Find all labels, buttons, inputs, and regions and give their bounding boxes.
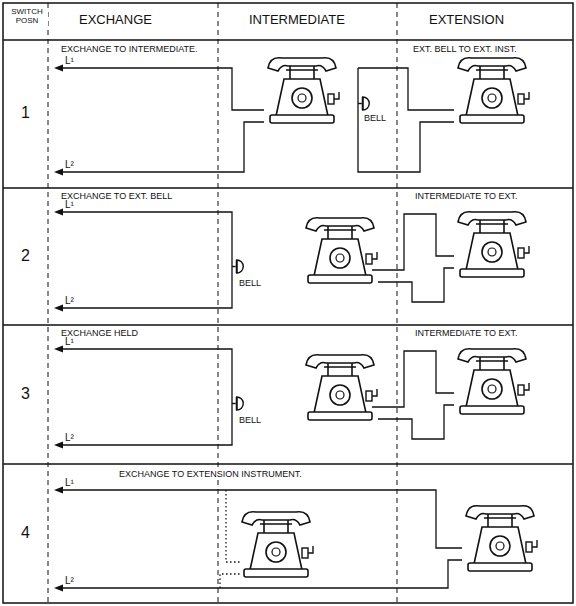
row-number: 2 (20, 247, 31, 265)
line-arrowhead (54, 346, 63, 353)
line-label: L¹ (64, 199, 75, 210)
switch-caption: INTERMEDIATE TO EXT. (414, 192, 519, 202)
switch-caption: EXCHANGE TO EXT. BELL (60, 192, 173, 202)
line-arrowhead (54, 585, 63, 592)
column-header: EXTENSION (428, 13, 505, 27)
line-arrowhead (54, 65, 63, 72)
line-label: L² (64, 295, 75, 306)
row-number: 4 (20, 524, 31, 542)
line-arrowhead (54, 442, 63, 449)
row-number: 3 (20, 385, 31, 403)
line-label: L² (64, 159, 75, 170)
switch-caption: EXT. BELL TO EXT. INST. (412, 45, 518, 55)
line-label: L² (64, 432, 75, 443)
column-header: SWITCH POSN (6, 8, 48, 26)
bell-label: BELL (363, 114, 387, 124)
line-label: L¹ (64, 477, 75, 488)
column-header: EXCHANGE (78, 13, 153, 27)
column-header: INTERMEDIATE (248, 13, 346, 27)
line-arrowhead (54, 487, 63, 494)
bell-label: BELL (238, 279, 262, 289)
bell-label: BELL (238, 416, 262, 426)
line-label: L¹ (64, 55, 75, 66)
line-arrowhead (54, 169, 63, 176)
row-number: 1 (20, 104, 31, 122)
line-arrowhead (54, 305, 63, 312)
switch-caption: EXCHANGE TO EXTENSION INSTRUMENT. (118, 470, 303, 480)
switch-caption: INTERMEDIATE TO EXT. (414, 329, 519, 339)
line-label: L¹ (64, 336, 75, 347)
line-arrowhead (54, 209, 63, 216)
line-label: L² (64, 575, 75, 586)
switch-caption: EXCHANGE TO INTERMEDIATE. (60, 45, 199, 55)
